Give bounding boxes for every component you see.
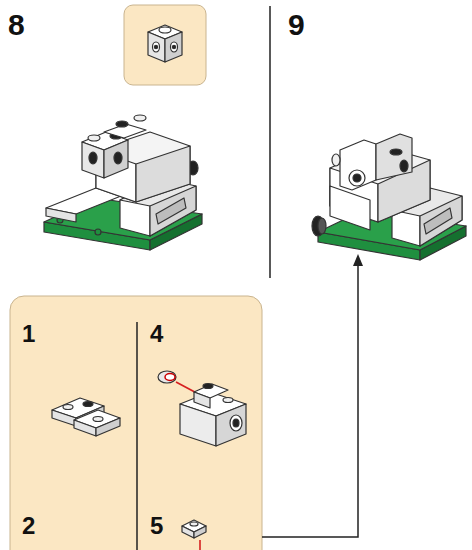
step9-model-part [349,170,365,186]
step9-model-part [420,196,462,246]
substep-number: 5 [150,514,163,538]
step-number: 8 [8,10,25,40]
step8-model-part [82,142,104,178]
callout-brick-part [153,42,160,52]
callout-brick-part [171,42,178,52]
callout-brick-part [154,45,157,48]
callout-brick [148,25,182,62]
substep4-assembly-part [203,384,213,389]
step9-model-part [424,208,452,234]
substep4-assembly-part [180,404,216,446]
step8-model-part [46,208,76,222]
step9-model-part [392,210,420,246]
step8-model-part [136,146,190,202]
step9-model-part [400,160,408,172]
step8-model-part [156,198,186,224]
substep5-plate-part [182,526,194,538]
callout-brick-part [159,27,171,33]
step9-model-part [390,149,402,155]
callout-brick-part [165,32,182,62]
placement-arrow-part [353,254,363,266]
substep4-assembly-part [165,374,175,381]
placement-arrow [262,254,363,537]
substep5-plate-part [190,522,198,526]
substep4-assembly-part [216,404,246,446]
panel-divider [136,322,138,550]
step9-model-part [330,186,370,230]
substep4-assembly-part [158,371,176,383]
step8-model-part [104,140,128,178]
placement-arrow-part [262,262,358,537]
step-divider [269,6,271,278]
substep1-plates-part [74,420,96,436]
callout-brick-part [148,32,165,62]
step8-model-part [114,152,122,164]
substep1-plates-part [63,405,73,410]
substep4-assembly-part [223,398,233,403]
step9-model-part [353,174,361,182]
substep1-plates-part [52,410,76,426]
substep1-plates-part [93,417,103,422]
substep1-plates [52,398,120,436]
step8-model-part [116,121,128,127]
substep5-plate-part [199,540,201,550]
step8-model-part [89,152,97,164]
substep5-plate-part [194,526,206,538]
step9-model-part [340,140,376,190]
substep-number: 4 [150,322,163,346]
step8-model-part [134,115,146,121]
step8-model-part [120,200,150,236]
substep4-assembly [158,371,246,446]
step8-model-part [88,135,100,141]
step9-model-part [332,154,340,166]
step9-model [312,134,466,260]
step-number: 9 [288,10,305,40]
parts-callout [124,5,206,85]
step8-model [44,115,202,250]
step9-model-part [318,218,326,234]
substep-number: 1 [22,322,35,346]
subassembly-panel [10,296,262,550]
step9-model-part [376,134,412,180]
substep4-assembly-part [233,419,239,427]
callout-brick-part [172,45,175,48]
step8-model-part [95,229,101,235]
substep4-assembly-part [194,392,210,408]
substep5-plate [182,520,206,550]
substep4-assembly-part [230,415,242,431]
substep-number: 2 [22,514,35,538]
substep1-plates-part [83,402,93,407]
